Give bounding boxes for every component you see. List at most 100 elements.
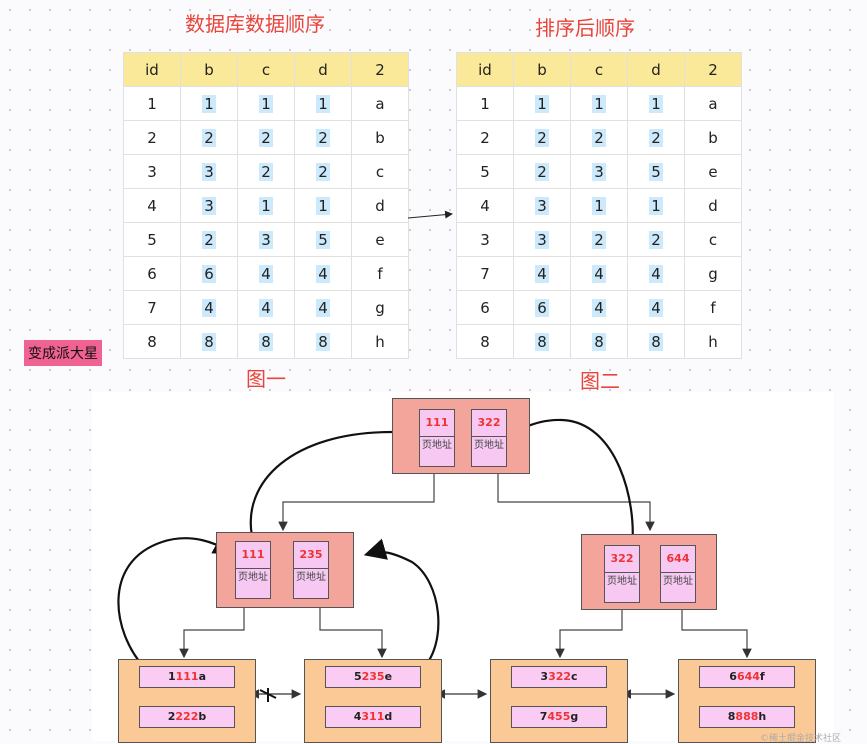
cell-value: b (375, 128, 385, 147)
table-row: 8 8 8 8 h (123, 324, 409, 359)
leaf-record: 3322c (511, 666, 607, 688)
table-cell: 8 (294, 324, 352, 359)
inner-node-right: 322 页地址 644 页地址 (581, 534, 717, 610)
left-title: 数据库数据顺序 (185, 12, 325, 36)
cell-value: 1 (316, 196, 330, 215)
cell-value: 2 (649, 230, 663, 249)
cell-value: f (710, 298, 716, 317)
page-pointer: 页地址 (238, 572, 268, 583)
cell-value: 4 (202, 298, 216, 317)
table-cell: 8 (123, 324, 181, 359)
cell-value: 4 (147, 196, 157, 215)
cell-value: 1 (147, 94, 157, 113)
page-pointer: 页地址 (607, 576, 637, 587)
page-pointer: 页地址 (422, 440, 452, 451)
cell-value: 4 (316, 264, 330, 283)
table-cell: 7 (123, 290, 181, 325)
cell-value: 2 (535, 128, 549, 147)
table-cell: f (684, 290, 742, 325)
cell-value: 7 (147, 298, 157, 317)
table-row: 8 8 8 8 h (456, 324, 742, 359)
cell-value: d (708, 196, 718, 215)
cell-value: h (708, 332, 718, 351)
cell-value: 1 (480, 94, 490, 113)
cell-value: 2 (202, 128, 216, 147)
cell-value: 6 (535, 298, 549, 317)
cell-value: 1 (592, 94, 606, 113)
cell-value: 1 (316, 94, 330, 113)
table-cell: 2 (513, 120, 571, 155)
inner-right-key-cell-2: 644 页地址 (660, 545, 696, 603)
table-cell: 1 (570, 188, 628, 223)
column-header: 2 (684, 52, 742, 87)
cell-value: 2 (259, 162, 273, 181)
table-cell: 8 (570, 324, 628, 359)
cell-value: 8 (649, 332, 663, 351)
cell-value: 1 (535, 94, 549, 113)
table-cell: a (351, 86, 409, 121)
cell-value: h (375, 332, 385, 351)
cell-value: 3 (535, 230, 549, 249)
cell-value: 8 (535, 332, 549, 351)
cell-value: e (708, 162, 718, 181)
cell-value: b (708, 128, 718, 147)
column-header: d (627, 52, 685, 87)
cell-value: 4 (649, 264, 663, 283)
root-key-cell-2: 322 页地址 (471, 409, 507, 467)
table-cell: 3 (237, 222, 295, 257)
cell-value: e (375, 230, 385, 249)
column-header: c (570, 52, 628, 87)
inner-right-key-cell-1: 322 页地址 (604, 545, 640, 603)
leaf-node-3: 3322c 7455g (490, 659, 628, 743)
leaf-record: 4311d (325, 706, 421, 728)
cell-value: 8 (202, 332, 216, 351)
cell-value: 2 (649, 128, 663, 147)
cell-value: 4 (259, 264, 273, 283)
inner-left-key-1: 111 (236, 542, 270, 569)
table-cell: 2 (627, 120, 685, 155)
table-cell: 4 (513, 256, 571, 291)
btree-diagram: 111 页地址 322 页地址 111 页地址 235 页地址 322 页地址 … (92, 392, 834, 743)
cell-value: 8 (259, 332, 273, 351)
table-cell: 8 (627, 324, 685, 359)
cell-value: 8 (147, 332, 157, 351)
leaf-record: 8888h (699, 706, 795, 728)
table-cell: 1 (570, 86, 628, 121)
cell-value: 4 (592, 298, 606, 317)
table-cell: 2 (513, 154, 571, 189)
root-key-2: 322 (472, 410, 506, 437)
root-key-cell-1: 111 页地址 (419, 409, 455, 467)
cell-value: 2 (316, 162, 330, 181)
inner-right-key-2: 644 (661, 546, 695, 573)
table-cell: 4 (294, 256, 352, 291)
cell-value: 3 (202, 162, 216, 181)
column-header: id (456, 52, 514, 87)
inner-right-key-1: 322 (605, 546, 639, 573)
table-cell: 5 (456, 154, 514, 189)
cell-value: 4 (480, 196, 490, 215)
table-cell: 5 (123, 222, 181, 257)
table-cell: 4 (570, 256, 628, 291)
cell-value: 1 (649, 94, 663, 113)
table-cell: 1 (294, 86, 352, 121)
cell-value: c (708, 230, 718, 249)
watermark-tag: 变成派大星 (24, 340, 102, 366)
cell-value: 3 (480, 230, 490, 249)
cell-value: 2 (535, 162, 549, 181)
cell-value: g (708, 264, 718, 283)
table-cell: 2 (456, 120, 514, 155)
table-cell: g (684, 256, 742, 291)
cell-value: 4 (592, 264, 606, 283)
leaf-record: 1111a (139, 666, 235, 688)
table-cell: h (351, 324, 409, 359)
cell-value: 1 (202, 94, 216, 113)
cell-value: 8 (480, 332, 490, 351)
leaf-node-4: 6644f 8888h (678, 659, 816, 743)
